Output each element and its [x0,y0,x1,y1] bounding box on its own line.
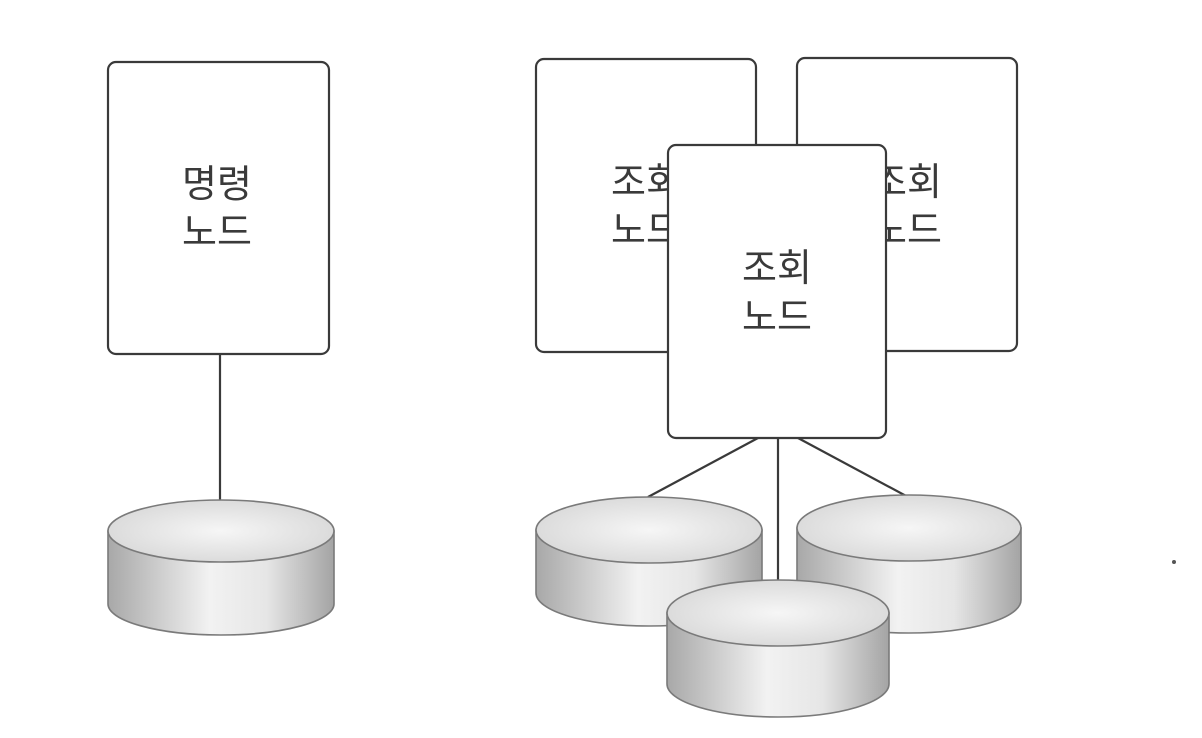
command-node-box [106,60,331,356]
query-node-front-box [666,143,888,440]
query-node-front-label-line2: 노드 [742,295,812,339]
command-node-label-line2: 노드 [182,210,252,254]
command-database-icon [107,499,335,636]
scan-speck [1172,560,1176,564]
query-cluster: 조회 노드 조회 노드 조회 노드 [534,56,1022,718]
command-group: 명령 노드 [106,60,335,636]
query-link-right [797,437,909,498]
query-link-left [647,437,759,498]
command-node-label-line1: 명령 [182,162,252,206]
query-node-front-label-line1: 조회 [742,246,812,290]
query-database-front-icon [666,579,890,718]
